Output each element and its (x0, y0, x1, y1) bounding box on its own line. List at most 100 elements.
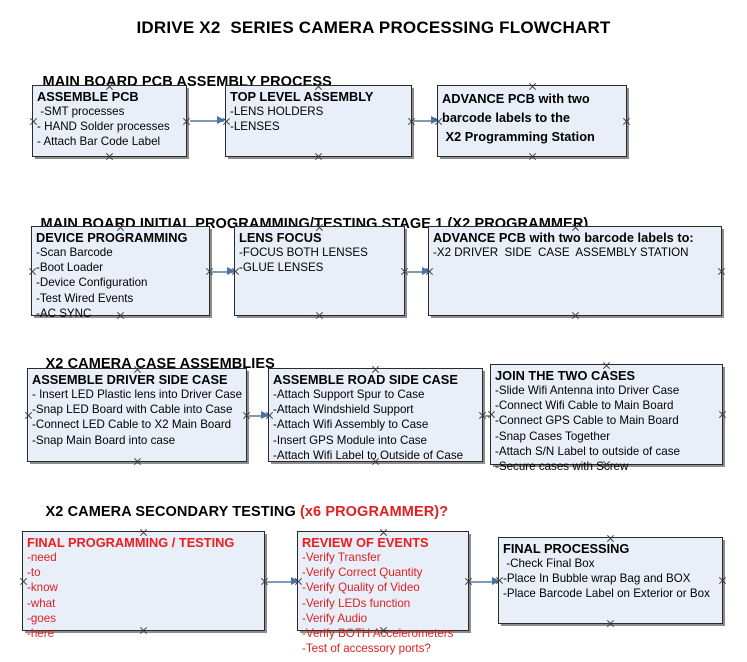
node-line: -Place Barcode Label on Exterior or Box (503, 587, 710, 601)
node-line: -Connect GPS Cable to Main Board (495, 414, 679, 428)
node-line: -Attach Wifi Assembly to Case (273, 418, 429, 432)
node-line: -Secure cases with Screw (495, 460, 629, 474)
connection-handle-icon[interactable] (105, 152, 114, 161)
node-line: -FOCUS BOTH LENSES (239, 246, 368, 259)
node-assemble-driver-side-case[interactable]: ASSEMBLE DRIVER SIDE CASE - Insert LED P… (27, 368, 247, 462)
node-line: -LENS HOLDERS (230, 105, 324, 118)
arrow-connector (471, 577, 500, 585)
node-line: -Snap LED Board with Cable into Case (32, 403, 233, 417)
arrow-connector (267, 577, 299, 585)
node-title: FINAL PROGRAMMING / TESTING (27, 535, 235, 550)
node-line: -X2 DRIVER SIDE CASE ASSEMBLY STATION (433, 246, 689, 259)
arrow-shaft (414, 120, 438, 122)
node-line: -Verify Audio (302, 611, 368, 625)
arrow-head-icon (431, 116, 439, 124)
connection-handle-icon[interactable] (528, 152, 537, 161)
connection-handle-icon[interactable] (717, 267, 726, 276)
node-join-the-two-cases[interactable]: JOIN THE TWO CASES -Slide Wifi Antenna i… (490, 364, 723, 473)
arrow-connector (190, 116, 225, 124)
node-assemble-road-side-case[interactable]: ASSEMBLE ROAD SIDE CASE -Attach Support … (268, 368, 483, 462)
node-advance-pcb-programming-station[interactable]: ADVANCE PCB with two barcode labels to t… (437, 85, 627, 157)
arrow-head-icon (217, 116, 225, 124)
node-line: -to (27, 566, 41, 580)
node-line: -Verify LEDs function (302, 596, 411, 610)
node-line: -LENSES (230, 120, 280, 134)
arrow-head-icon (261, 411, 269, 419)
node-title: ASSEMBLE PCB (37, 89, 139, 104)
node-title: LENS FOCUS (239, 230, 322, 245)
arrow-shaft (267, 581, 298, 583)
node-line: -Verify Transfer (302, 551, 381, 564)
node-title: JOIN THE TWO CASES (495, 368, 636, 383)
node-line: -Check Final Box (503, 557, 595, 570)
node-line: -GLUE LENSES (239, 261, 324, 275)
node-final-processing[interactable]: FINAL PROCESSING -Check Final Box -Place… (498, 537, 723, 624)
node-final-programming-testing[interactable]: FINAL PROGRAMMING / TESTING -need -to -k… (22, 531, 265, 640)
arrow-shaft (407, 271, 429, 273)
node-title: ASSEMBLE DRIVER SIDE CASE (32, 372, 228, 387)
arrow-head-icon (227, 267, 235, 275)
node-advance-pcb-driver-side-station[interactable]: ADVANCE PCB with two barcode labels to: … (428, 226, 722, 316)
node-title: TOP LEVEL ASSEMBLY (230, 89, 374, 104)
node-line: -Place In Bubble wrap Bag and BOX (503, 572, 691, 586)
node-device-programming[interactable]: DEVICE PROGRAMMING -Scan Barcode -Boot L… (31, 226, 210, 320)
node-line: -Verify Correct Quantity (302, 566, 423, 580)
node-line: -Connect LED Cable to X2 Main Board (32, 418, 232, 432)
node-line: -here (27, 627, 55, 641)
arrow-connector (212, 267, 235, 275)
node-line: -Verify Quality of Video (302, 581, 420, 595)
arrow-head-icon (422, 267, 430, 275)
node-line: -Attach S/N Label to outside of case (495, 444, 680, 458)
arrow-shaft (249, 415, 268, 417)
connection-handle-icon[interactable] (571, 311, 580, 320)
connection-handle-icon[interactable] (606, 619, 615, 628)
arrow-head-icon (492, 577, 500, 585)
node-line: -SMT processes (37, 105, 125, 118)
page-title: IDRIVE X2 SERIES CAMERA PROCESSING FLOWC… (136, 18, 611, 37)
node-title: ASSEMBLE ROAD SIDE CASE (273, 372, 458, 387)
node-line: -AC SYNC (36, 306, 92, 320)
node-line: -Scan Barcode (36, 246, 113, 259)
node-line: -Snap Cases Together (495, 429, 611, 443)
node-title: ADVANCE PCB with two (442, 91, 590, 106)
arrow-connector (407, 267, 430, 275)
node-title: ADVANCE PCB with two barcode labels to: (433, 230, 694, 245)
section-heading-4-text: X2 CAMERA SECONDARY TESTING (45, 504, 300, 520)
arrow-head-icon (291, 577, 299, 585)
node-top-level-assembly[interactable]: TOP LEVEL ASSEMBLY -LENS HOLDERS -LENSES (225, 85, 412, 157)
node-line: -Test Wired Events (36, 291, 134, 305)
node-line: -Device Configuration (36, 276, 148, 290)
node-lens-focus[interactable]: LENS FOCUS -FOCUS BOTH LENSES -GLUE LENS… (234, 226, 405, 316)
node-title: DEVICE PROGRAMMING (36, 230, 188, 245)
node-line: -goes (27, 611, 57, 625)
node-review-of-events[interactable]: REVIEW OF EVENTS -Verify Transfer -Verif… (297, 531, 469, 655)
node-line: - Attach Bar Code Label (37, 135, 161, 149)
connection-handle-icon[interactable] (315, 311, 324, 320)
connection-handle-icon[interactable] (133, 457, 142, 466)
node-line: -Connect Wifi Cable to Main Board (495, 399, 674, 413)
node-line: -know (27, 581, 58, 595)
node-title: FINAL PROCESSING (503, 541, 630, 556)
node-line: -Slide Wifi Antenna into Driver Case (495, 384, 680, 397)
node-line: -need (27, 551, 57, 564)
section-heading-4-accent: (x6 PROGRAMMER)? (299, 504, 449, 520)
arrow-shaft (471, 581, 499, 583)
node-line: -Snap Main Board into case (32, 433, 176, 447)
node-title-line3: X2 Programming Station (442, 129, 595, 144)
arrow-connector (414, 116, 439, 124)
node-assemble-pcb[interactable]: ASSEMBLE PCB -SMT processes - HAND Solde… (32, 85, 187, 157)
node-line: -what (27, 596, 56, 610)
node-title-line2: barcode labels to the (442, 110, 571, 125)
arrow-shaft (190, 120, 224, 122)
node-title: REVIEW OF EVENTS (302, 535, 429, 550)
node-line: -Verify BOTH Accelerometers (302, 627, 454, 641)
connection-handle-icon[interactable] (314, 152, 323, 161)
node-line: -Attach Support Spur to Case (273, 388, 425, 401)
arrow-shaft (212, 271, 234, 273)
node-line: -Attach Wifi Label to Outside of Case (273, 448, 464, 462)
arrow-connector (249, 411, 269, 419)
node-line: -Attach Windshield Support (273, 403, 414, 417)
node-line-overflow: -Test of accessory ports? (302, 642, 431, 656)
node-line: - Insert LED Plastic lens into Driver Ca… (32, 388, 243, 401)
